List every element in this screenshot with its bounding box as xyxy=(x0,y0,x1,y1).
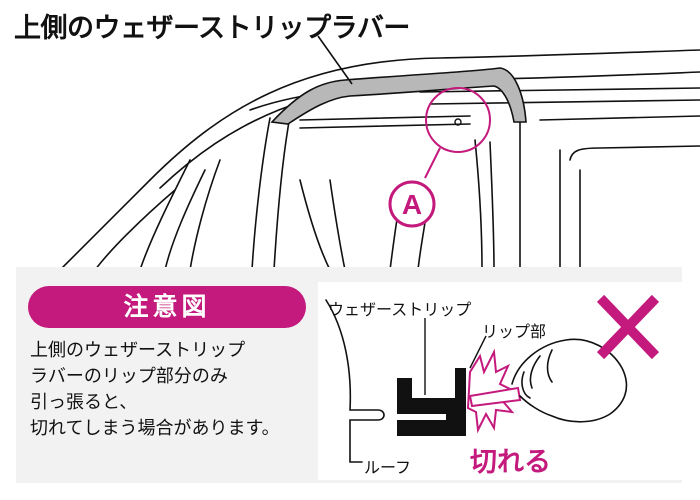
caution-heading: 注意図 xyxy=(28,286,306,328)
caution-line: ラバーのリップ部分のみ xyxy=(30,366,228,387)
car-illustration: A xyxy=(59,35,700,270)
caution-line: 切れてしまう場合があります。 xyxy=(30,418,280,439)
hand-icon xyxy=(511,338,628,423)
cross-mark-icon xyxy=(596,294,660,360)
caution-line: 引っ張ると、 xyxy=(30,392,138,413)
caution-line: 上側のウェザーストリップ xyxy=(30,340,246,361)
weatherstrip-label: ウェザーストリップ xyxy=(328,300,472,319)
weatherstrip-profile xyxy=(397,368,466,436)
lip-label: リップ部 xyxy=(482,322,547,341)
page-title: 上側のウェザーストリップラバー xyxy=(14,13,410,44)
callout-letter: A xyxy=(402,189,422,220)
tear-label: 切れる xyxy=(470,447,551,478)
caution-description: 上側のウェザーストリップ ラバーのリップ部分のみ 引っ張ると、 切れてしまう場合… xyxy=(30,338,320,442)
roof-label: ルーフ xyxy=(364,458,412,477)
